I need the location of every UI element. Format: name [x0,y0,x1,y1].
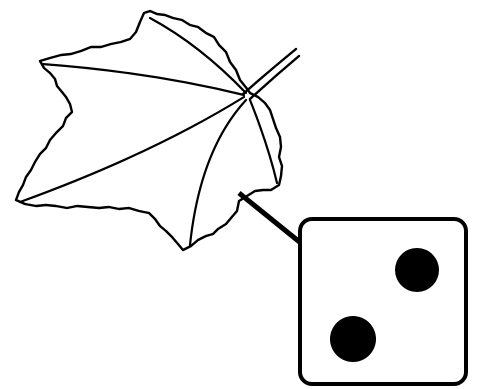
leaf-vein-lower [190,100,246,245]
leaf-outline [16,11,282,250]
leaf-icon [16,11,299,250]
leaf-vein-right [250,100,277,183]
leaf-stem-back [250,56,299,99]
leaf-stem [243,49,296,94]
die-face [300,219,466,384]
leaf-vein-left [42,64,244,95]
die-pip-top-right [395,248,439,292]
leaf-vein-main [20,97,244,202]
pointer-line [239,193,307,248]
leaf-vein-upper [150,18,246,93]
die-pip-bottom-left [330,316,376,362]
die-body [300,219,466,384]
